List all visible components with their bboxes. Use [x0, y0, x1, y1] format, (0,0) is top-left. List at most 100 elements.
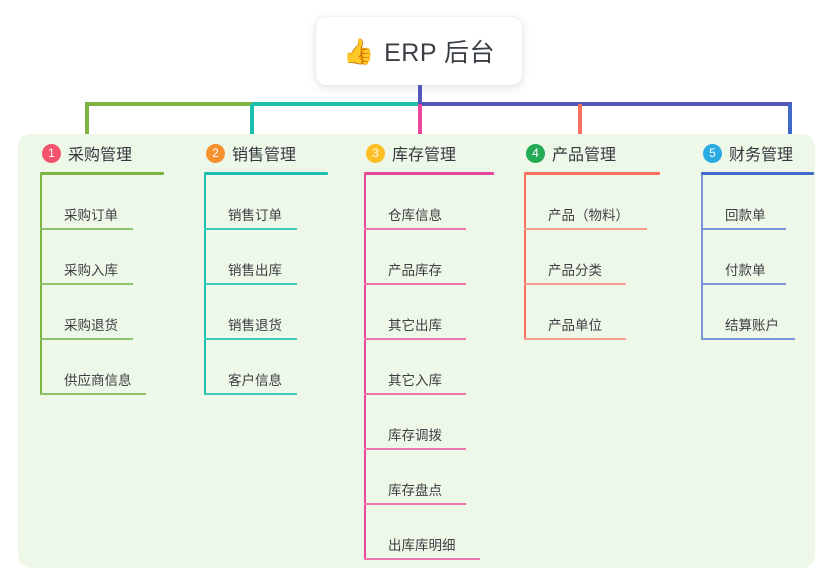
leaf-item[interactable]: 产品（物料） [524, 175, 647, 230]
branch-spine-1 [40, 175, 42, 395]
leaf-label: 出库库明细 [388, 538, 456, 553]
leaf-item[interactable]: 销售出库 [204, 230, 297, 285]
branch-leaves-2: 销售订单 销售出库 销售退货 客户信息 [204, 175, 354, 395]
leaf-rule [40, 228, 133, 230]
leaf-item[interactable]: 客户信息 [204, 340, 297, 395]
branch-badge-5: 5 [703, 143, 722, 163]
leaf-label: 产品分类 [548, 263, 602, 278]
leaf-item[interactable]: 供应商信息 [40, 340, 146, 395]
leaf-rule [364, 338, 466, 340]
leaf-rule [524, 283, 626, 285]
leaf-rule [524, 338, 626, 340]
leaf-label: 结算账户 [725, 318, 779, 333]
leaf-rule [40, 283, 133, 285]
leaf-rule [204, 393, 297, 395]
branch-header-2[interactable]: 2 销售管理 [204, 134, 354, 172]
branch-spine-4 [524, 175, 526, 340]
leaf-item[interactable]: 销售订单 [204, 175, 297, 230]
leaf-label: 产品单位 [548, 318, 602, 333]
leaf-item[interactable]: 采购退货 [40, 285, 133, 340]
leaf-label: 仓库信息 [388, 208, 442, 223]
leaf-rule [40, 338, 133, 340]
branch-leaves-1: 采购订单 采购入库 采购退货 供应商信息 [40, 175, 190, 395]
leaf-rule [204, 338, 297, 340]
branch-spine-5 [701, 175, 703, 340]
leaf-item[interactable]: 仓库信息 [364, 175, 466, 230]
branch-spine-3 [364, 175, 366, 560]
branch-title-5: 财务管理 [729, 147, 794, 164]
branch-rule-4 [524, 172, 660, 175]
leaf-item[interactable]: 回款单 [701, 175, 786, 230]
leaf-rule [364, 228, 466, 230]
leaf-rule [204, 228, 297, 230]
leaf-label: 销售出库 [228, 263, 282, 278]
leaf-rule [40, 393, 146, 395]
branch-header-3[interactable]: 3 库存管理 [364, 134, 514, 172]
leaf-rule [701, 283, 786, 285]
leaf-rule [204, 283, 297, 285]
branch-header-4[interactable]: 4 产品管理 [524, 134, 674, 172]
leaf-rule [701, 228, 786, 230]
leaf-rule [701, 338, 795, 340]
branch-rule-5 [701, 172, 814, 175]
root-node[interactable]: 👍 ERP 后台 [316, 17, 522, 85]
branch-header-5[interactable]: 5 财务管理 [701, 134, 839, 172]
branch-column-inventory: 3 库存管理 仓库信息 产品库存 其它出库 其它入库 [364, 134, 514, 560]
leaf-label: 销售订单 [228, 208, 282, 223]
branch-title-1: 采购管理 [68, 147, 133, 164]
leaf-item[interactable]: 结算账户 [701, 285, 795, 340]
branch-rule-1 [40, 172, 164, 175]
leaf-item[interactable]: 产品单位 [524, 285, 626, 340]
leaf-label: 采购退货 [64, 318, 118, 333]
leaf-label: 付款单 [725, 263, 766, 278]
leaf-rule [364, 448, 466, 450]
thumbs-up-icon: 👍 [342, 36, 375, 66]
leaf-rule [524, 228, 647, 230]
leaf-label: 库存盘点 [388, 483, 442, 498]
leaf-label: 其它出库 [388, 318, 442, 333]
root-node-label: ERP 后台 [384, 39, 496, 67]
branch-leaves-4: 产品（物料） 产品分类 产品单位 [524, 175, 674, 340]
leaf-label: 产品库存 [388, 263, 442, 278]
branch-column-finance: 5 财务管理 回款单 付款单 结算账户 [701, 134, 839, 340]
branch-leaves-3: 仓库信息 产品库存 其它出库 其它入库 库存调拨 [364, 175, 514, 560]
leaf-label: 客户信息 [228, 373, 282, 388]
branch-rule-3 [364, 172, 494, 175]
leaf-item[interactable]: 付款单 [701, 230, 786, 285]
branch-badge-4: 4 [526, 143, 545, 163]
branch-column-product: 4 产品管理 产品（物料） 产品分类 产品单位 [524, 134, 674, 340]
leaf-rule [364, 283, 466, 285]
branch-title-4: 产品管理 [552, 147, 617, 164]
leaf-rule [364, 393, 466, 395]
leaf-label: 其它入库 [388, 373, 442, 388]
leaf-item[interactable]: 销售退货 [204, 285, 297, 340]
branch-columns: 1 采购管理 采购订单 采购入库 采购退货 供应商信 [18, 134, 815, 568]
leaf-rule [364, 558, 480, 560]
branch-title-2: 销售管理 [232, 147, 297, 164]
branch-badge-3: 3 [366, 143, 385, 163]
leaf-label: 采购订单 [64, 208, 118, 223]
branch-title-3: 库存管理 [392, 147, 457, 164]
leaf-item[interactable]: 库存盘点 [364, 450, 466, 505]
leaf-rule [364, 503, 466, 505]
leaf-label: 销售退货 [228, 318, 282, 333]
leaf-label: 供应商信息 [64, 373, 132, 388]
leaf-item[interactable]: 采购入库 [40, 230, 133, 285]
leaf-label: 采购入库 [64, 263, 118, 278]
leaf-item[interactable]: 库存调拨 [364, 395, 466, 450]
branch-badge-2: 2 [206, 143, 225, 163]
leaf-item[interactable]: 其它出库 [364, 285, 466, 340]
leaf-label: 产品（物料） [548, 208, 629, 223]
leaf-item[interactable]: 出库库明细 [364, 505, 480, 560]
branch-column-purchase: 1 采购管理 采购订单 采购入库 采购退货 供应商信 [40, 134, 190, 395]
branch-leaves-5: 回款单 付款单 结算账户 [701, 175, 839, 340]
branch-header-1[interactable]: 1 采购管理 [40, 134, 190, 172]
leaf-item[interactable]: 采购订单 [40, 175, 133, 230]
leaf-item[interactable]: 其它入库 [364, 340, 466, 395]
leaf-item[interactable]: 产品分类 [524, 230, 626, 285]
leaf-item[interactable]: 产品库存 [364, 230, 466, 285]
leaf-label: 回款单 [725, 208, 766, 223]
branch-column-sales: 2 销售管理 销售订单 销售出库 销售退货 客户信息 [204, 134, 354, 395]
leaf-label: 库存调拨 [388, 428, 442, 443]
